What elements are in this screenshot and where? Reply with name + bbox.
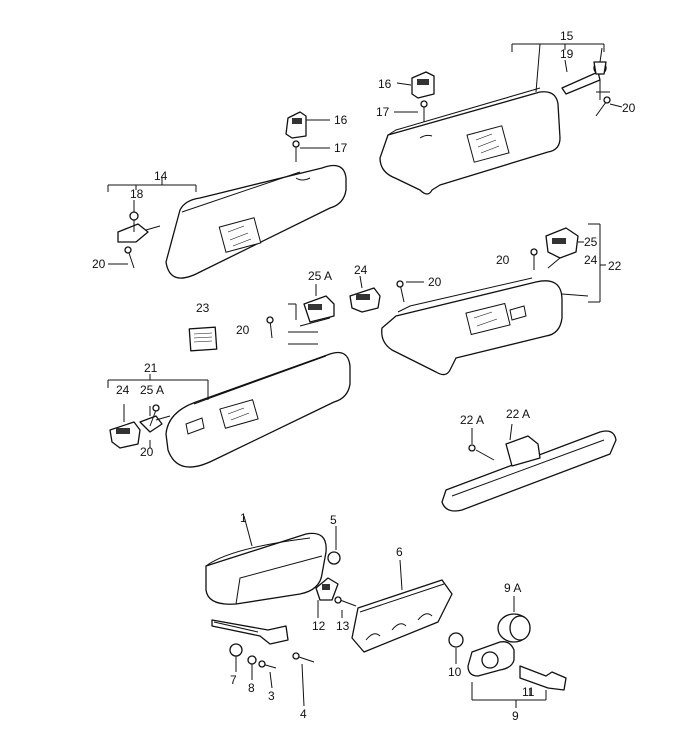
sun-visor-15 [379,87,561,195]
strap-2 [211,619,289,645]
mirror-22a [441,423,617,512]
callout-4: 4 [300,707,307,721]
glovebox-1 [205,515,327,605]
bracket-15-19 [511,43,605,93]
key-11 [519,665,567,696]
hinge-19 [561,47,610,100]
bracket-9-11 [471,682,547,708]
bracket-22 [561,223,606,303]
callout-20-lower: 20 [140,445,154,459]
callout-20-left: 20 [92,257,106,271]
screw-4 [292,652,315,707]
callout-21: 21 [144,361,158,375]
callout-5: 5 [330,513,337,527]
callout-19: 19 [560,47,574,61]
screw-20-left-mid [266,303,318,345]
sun-visor-14 [165,164,347,279]
callout-16-left: 16 [334,113,348,127]
callout-22: 22 [608,259,622,273]
screw-22a [468,428,495,461]
callout-20-left-mid: 20 [236,323,250,337]
clip-24-mid [349,275,381,313]
clip-24-left [109,404,141,449]
hinge-22-bracket [545,227,584,269]
screw-3 [258,660,277,689]
callout-24-mid: 24 [354,263,368,277]
callout-9a: 9 A [504,581,521,595]
screw-20-lower [149,404,160,448]
screw-13 [334,596,357,618]
callout-24-right: 24 [584,253,598,267]
callout-17-top: 17 [376,105,390,119]
screw-20-mid [396,280,424,303]
callout-25a-left: 25 A [140,383,164,397]
sun-visor-21 [165,351,351,468]
washer-8 [247,655,257,680]
washer-10 [448,632,464,664]
callout-9: 9 [512,709,519,723]
callout-23: 23 [196,301,210,315]
callout-18: 18 [130,187,144,201]
screw-17-top [394,100,428,122]
lock-cylinder-9 [467,641,515,677]
callout-20-mid: 20 [428,275,442,289]
bracket-14-18 [107,178,197,192]
callout-12: 12 [312,619,326,633]
bracket-21 [107,374,209,400]
label-23 [188,326,218,352]
screw-17-left [292,140,330,162]
callout-24-left: 24 [116,383,130,397]
hinge-25a-mid [299,284,335,327]
lid-6 [351,559,453,653]
lock-cap-9a [497,596,531,643]
callout-22a-mirror: 22 A [506,407,530,421]
callout-20-right-mid: 20 [496,253,510,267]
screw-20-right-mid [530,248,538,270]
sun-visor-22 [381,277,563,376]
callout-22a-screw: 22 A [460,413,484,427]
screw-20-left [108,246,135,269]
callout-16-top: 16 [378,77,392,91]
bumper-5 [327,526,341,565]
callout-13: 13 [336,619,350,633]
callout-3: 3 [268,689,275,703]
callout-7: 7 [230,673,237,687]
callout-15: 15 [560,29,574,43]
latch-12 [315,577,339,618]
clip-16-top [396,71,435,99]
callout-17-left: 17 [334,141,348,155]
hinge-18 [117,200,161,243]
callout-6: 6 [396,545,403,559]
callout-10: 10 [448,665,462,679]
callout-11: 11 [522,685,535,699]
callout-25: 25 [584,235,598,249]
callout-20-top-right: 20 [622,101,636,115]
callout-25a-mid: 25 A [308,269,332,283]
nut-7 [229,643,243,672]
callout-1: 1 [240,511,247,525]
callout-8: 8 [248,681,255,695]
callout-labels: 15 19 16 17 20 16 17 14 18 20 25 24 22 2… [92,29,636,723]
clip-16-left [285,111,330,139]
callout-14: 14 [154,169,168,183]
screw-20-top-right [595,96,623,117]
